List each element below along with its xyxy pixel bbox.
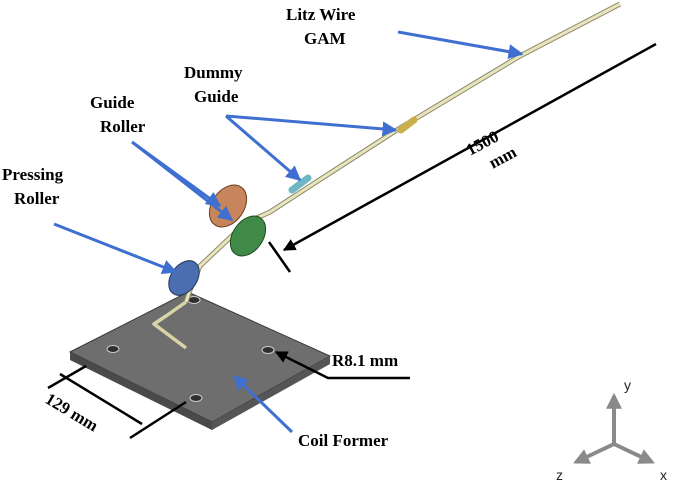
axis-y-label: y (624, 377, 631, 393)
mounting-hole (261, 346, 275, 354)
mounting-hole (189, 394, 203, 402)
litz-wire (183, 1, 622, 303)
dummy-guide-arrow-2 (225, 114, 302, 182)
dummy-guide-arrow-1 (225, 114, 398, 137)
coordinate-axes: y z x (556, 377, 667, 483)
radius-label: R8.1 mm (332, 351, 398, 370)
radius-leader (274, 350, 410, 380)
width-extension-right (129, 400, 187, 440)
green-roller (229, 215, 267, 257)
guide-roller-arrow-2 (131, 140, 234, 222)
coil-former-arrow (232, 374, 294, 434)
coil-former-plate (68, 291, 332, 430)
length-dimension-label: 1500 mm (463, 123, 520, 179)
pressing-roller (168, 260, 200, 296)
litz-wire-arrow (397, 30, 524, 60)
litz-wire-label: Litz Wire GAM (286, 5, 360, 48)
length-dimension-line (282, 42, 657, 252)
width-dimension-line (59, 372, 143, 426)
axis-x-label: x (660, 467, 667, 483)
wire-on-plate (152, 300, 188, 350)
pressing-roller-label: Pressing Roller (2, 165, 67, 208)
coil-former-label: Coil Former (298, 431, 389, 450)
width-extension-left (47, 364, 87, 390)
dummy-guide-1 (288, 174, 312, 194)
pressing-roller-arrow (53, 222, 178, 275)
dummy-guide-label: Dummy Guide (184, 63, 247, 106)
guide-roller-label: Guide Roller (90, 93, 146, 136)
width-dimension-label: 129 mm (42, 389, 102, 435)
mounting-hole (106, 345, 120, 353)
dummy-guide-2 (397, 116, 418, 134)
axis-z-label: z (556, 467, 563, 483)
length-extension-line (267, 241, 292, 273)
